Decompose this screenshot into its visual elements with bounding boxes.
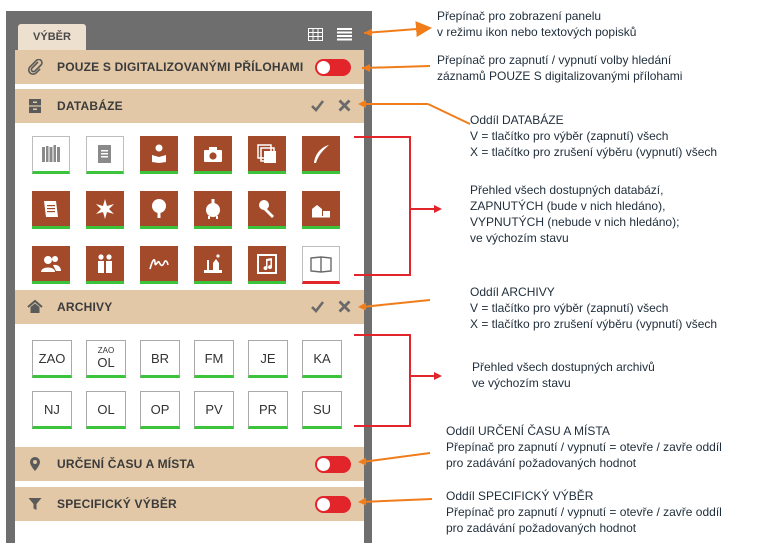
archive-code: BR bbox=[150, 350, 170, 366]
archive-code: KA bbox=[313, 350, 331, 366]
archive-code: OL bbox=[97, 401, 115, 417]
funnel-icon bbox=[27, 496, 43, 512]
database-toggle-open-book[interactable] bbox=[302, 246, 340, 284]
archive-toggle-ka[interactable]: KA bbox=[302, 340, 342, 378]
seal-icon bbox=[206, 198, 220, 219]
archive-toggle-ol[interactable]: OL bbox=[86, 391, 126, 429]
databases-label: DATABÁZE bbox=[57, 99, 123, 113]
books-icon bbox=[42, 145, 60, 162]
database-toggle-film-music[interactable] bbox=[248, 246, 286, 284]
database-toggle-people[interactable] bbox=[32, 246, 70, 284]
archive-toggle-nj[interactable]: NJ bbox=[32, 391, 72, 429]
home-icon bbox=[27, 299, 43, 315]
note-attach-toggle: Přepínač pro zapnutí / vypnutí volby hle… bbox=[437, 53, 683, 83]
database-toggle-camera[interactable] bbox=[194, 136, 232, 174]
database-toggle-quill[interactable] bbox=[302, 136, 340, 174]
archives-label: ARCHIVY bbox=[57, 300, 113, 314]
database-toggle-stamp[interactable] bbox=[248, 191, 286, 229]
location-pin-icon bbox=[27, 456, 43, 472]
archives-bar: ARCHIVY bbox=[15, 290, 364, 324]
grid-view-icon[interactable] bbox=[308, 28, 323, 41]
film-music-icon bbox=[257, 253, 277, 274]
family-icon bbox=[98, 253, 112, 273]
view-toggle bbox=[308, 28, 352, 41]
database-toggle-farm[interactable] bbox=[302, 191, 340, 229]
tab-vyber[interactable]: VÝBĚR bbox=[18, 24, 86, 50]
deselect-all-databases-x-icon[interactable] bbox=[337, 98, 352, 113]
database-grid bbox=[32, 136, 340, 284]
archive-code-top: ZAO bbox=[97, 345, 115, 355]
select-all-databases-check-icon[interactable] bbox=[310, 98, 325, 113]
database-toggle-landscape[interactable] bbox=[194, 246, 232, 284]
archive-toggle-pv[interactable]: PV bbox=[194, 391, 234, 429]
database-toggle-seal[interactable] bbox=[194, 191, 232, 229]
database-toggle-handwriting[interactable] bbox=[140, 246, 178, 284]
selection-panel: VÝBĚR POUZE S DIGITALIZOVANÝMI PŘÍLOHAMI… bbox=[6, 11, 372, 543]
archive-toggle-je[interactable]: JE bbox=[248, 340, 288, 378]
quill-icon bbox=[314, 144, 329, 163]
attachments-toggle[interactable] bbox=[315, 59, 351, 76]
deselect-all-archives-x-icon[interactable] bbox=[337, 299, 352, 314]
database-toggle-person-reading[interactable] bbox=[140, 136, 178, 174]
archive-code: PR bbox=[258, 401, 278, 417]
cabinet-icon bbox=[27, 98, 43, 114]
archive-code: ZAO bbox=[38, 350, 66, 366]
stacked-pages-icon bbox=[257, 143, 276, 163]
landscape-icon bbox=[204, 253, 222, 273]
archive-toggle-su[interactable]: SU bbox=[302, 391, 342, 429]
tree-icon bbox=[152, 198, 166, 218]
databases-bar: DATABÁZE bbox=[15, 89, 364, 123]
select-all-archives-check-icon[interactable] bbox=[310, 299, 325, 314]
document-icon bbox=[98, 145, 111, 163]
handwriting-icon bbox=[149, 258, 169, 269]
list-view-icon[interactable] bbox=[337, 28, 352, 41]
archive-toggle-fm[interactable]: FM bbox=[194, 340, 234, 378]
archive-toggle-op[interactable]: OP bbox=[140, 391, 180, 429]
panel-body: POUZE S DIGITALIZOVANÝMI PŘÍLOHAMI DATAB… bbox=[15, 50, 364, 543]
database-toggle-tree[interactable] bbox=[140, 191, 178, 229]
time-place-label: URČENÍ ČASU A MÍSTA bbox=[57, 457, 196, 471]
attachments-bar: POUZE S DIGITALIZOVANÝMI PŘÍLOHAMI bbox=[15, 50, 364, 84]
specific-bar: SPECIFICKÝ VÝBĚR bbox=[15, 487, 364, 521]
archive-code: FM bbox=[204, 350, 224, 366]
note-db-overview: Přehled všech dostupných databází,ZAPNUT… bbox=[470, 183, 680, 245]
database-toggle-star-burst[interactable] bbox=[86, 191, 124, 229]
archive-code: NJ bbox=[44, 401, 60, 417]
attachments-label: POUZE S DIGITALIZOVANÝMI PŘÍLOHAMI bbox=[57, 60, 304, 74]
specific-label: SPECIFICKÝ VÝBĚR bbox=[57, 497, 177, 511]
open-book-icon bbox=[310, 256, 332, 273]
stamp-icon bbox=[259, 199, 274, 218]
database-toggle-books[interactable] bbox=[32, 136, 70, 174]
paperclip-icon bbox=[27, 59, 43, 75]
person-reading-icon bbox=[152, 144, 166, 163]
database-toggle-family[interactable] bbox=[86, 246, 124, 284]
archive-code: OP bbox=[150, 401, 170, 417]
database-toggle-stacked-pages[interactable] bbox=[248, 136, 286, 174]
archive-toggle-zao[interactable]: ZAO bbox=[32, 340, 72, 378]
scroll-icon bbox=[44, 200, 58, 217]
database-toggle-scroll[interactable] bbox=[32, 191, 70, 229]
archive-code: SU bbox=[312, 401, 332, 417]
archive-toggle-pr[interactable]: PR bbox=[248, 391, 288, 429]
archive-code: PV bbox=[205, 401, 223, 417]
camera-icon bbox=[204, 146, 222, 162]
people-icon bbox=[41, 255, 61, 272]
specific-toggle[interactable] bbox=[315, 496, 351, 513]
farm-icon bbox=[312, 204, 330, 217]
time-place-bar: URČENÍ ČASU A MÍSTA bbox=[15, 447, 364, 481]
database-toggle-document[interactable] bbox=[86, 136, 124, 174]
time-place-toggle[interactable] bbox=[315, 456, 351, 473]
archive-toggle-br[interactable]: BR bbox=[140, 340, 180, 378]
archive-code: JE bbox=[260, 350, 276, 366]
star-burst-icon bbox=[96, 198, 114, 219]
archive-code: OL bbox=[97, 354, 115, 370]
